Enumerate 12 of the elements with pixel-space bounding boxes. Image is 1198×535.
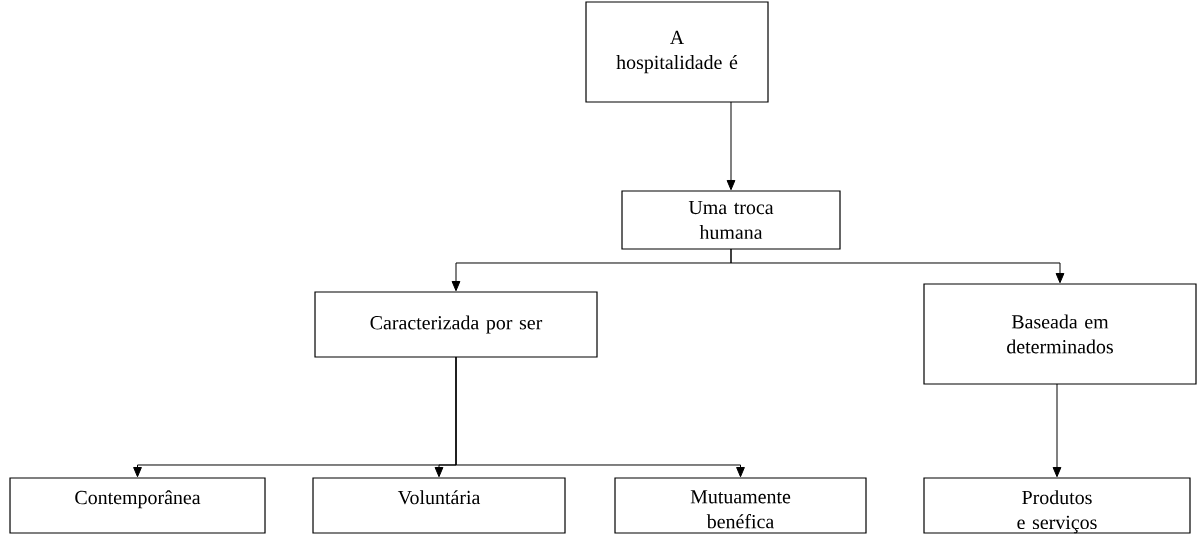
text-box: A hospitalidade é [585, 1, 769, 103]
text-box: Caracterizada por ser [314, 291, 598, 358]
arrow [726, 101, 736, 191]
text-box: Produtos e serviços [923, 477, 1191, 534]
arrow [1052, 383, 1062, 478]
text-box: Voluntária [312, 477, 566, 534]
text-box: Baseada em determinados [923, 283, 1197, 385]
text-box: Contemporânea [9, 477, 266, 534]
text-box: Uma troca humana [621, 190, 841, 250]
arrow [455, 356, 745, 478]
text-box: Mutuamente benéfica [614, 477, 867, 534]
arrow [730, 248, 1065, 284]
